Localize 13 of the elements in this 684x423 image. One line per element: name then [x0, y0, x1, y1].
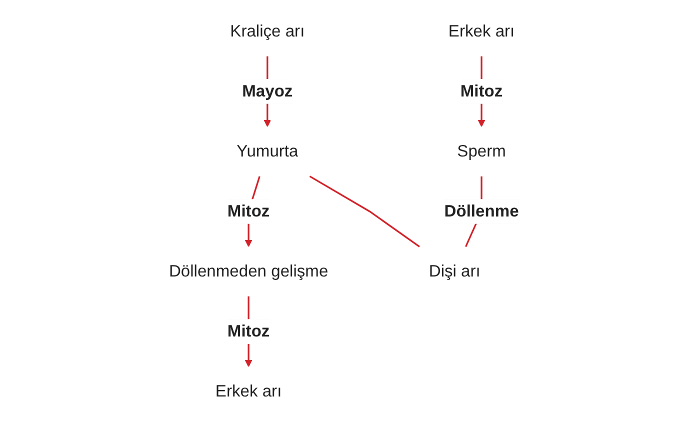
edge-label: Döllenme — [444, 202, 519, 221]
edge-label: Mayoz — [242, 82, 293, 101]
connector — [310, 176, 420, 248]
edge-label: Mitoz — [228, 322, 270, 341]
node-text: Kraliçe arı — [230, 22, 305, 41]
node-text: Erkek arı — [216, 382, 282, 401]
node-text: Erkek arı — [448, 22, 515, 41]
edge-label: Mitoz — [228, 202, 270, 221]
node-text: Sperm — [457, 142, 506, 161]
edge-label: Mitoz — [460, 82, 503, 101]
node-text: Döllenmeden gelişme — [169, 262, 328, 281]
node-text: Dişi arı — [429, 262, 481, 281]
node-text: Yumurta — [236, 142, 298, 161]
